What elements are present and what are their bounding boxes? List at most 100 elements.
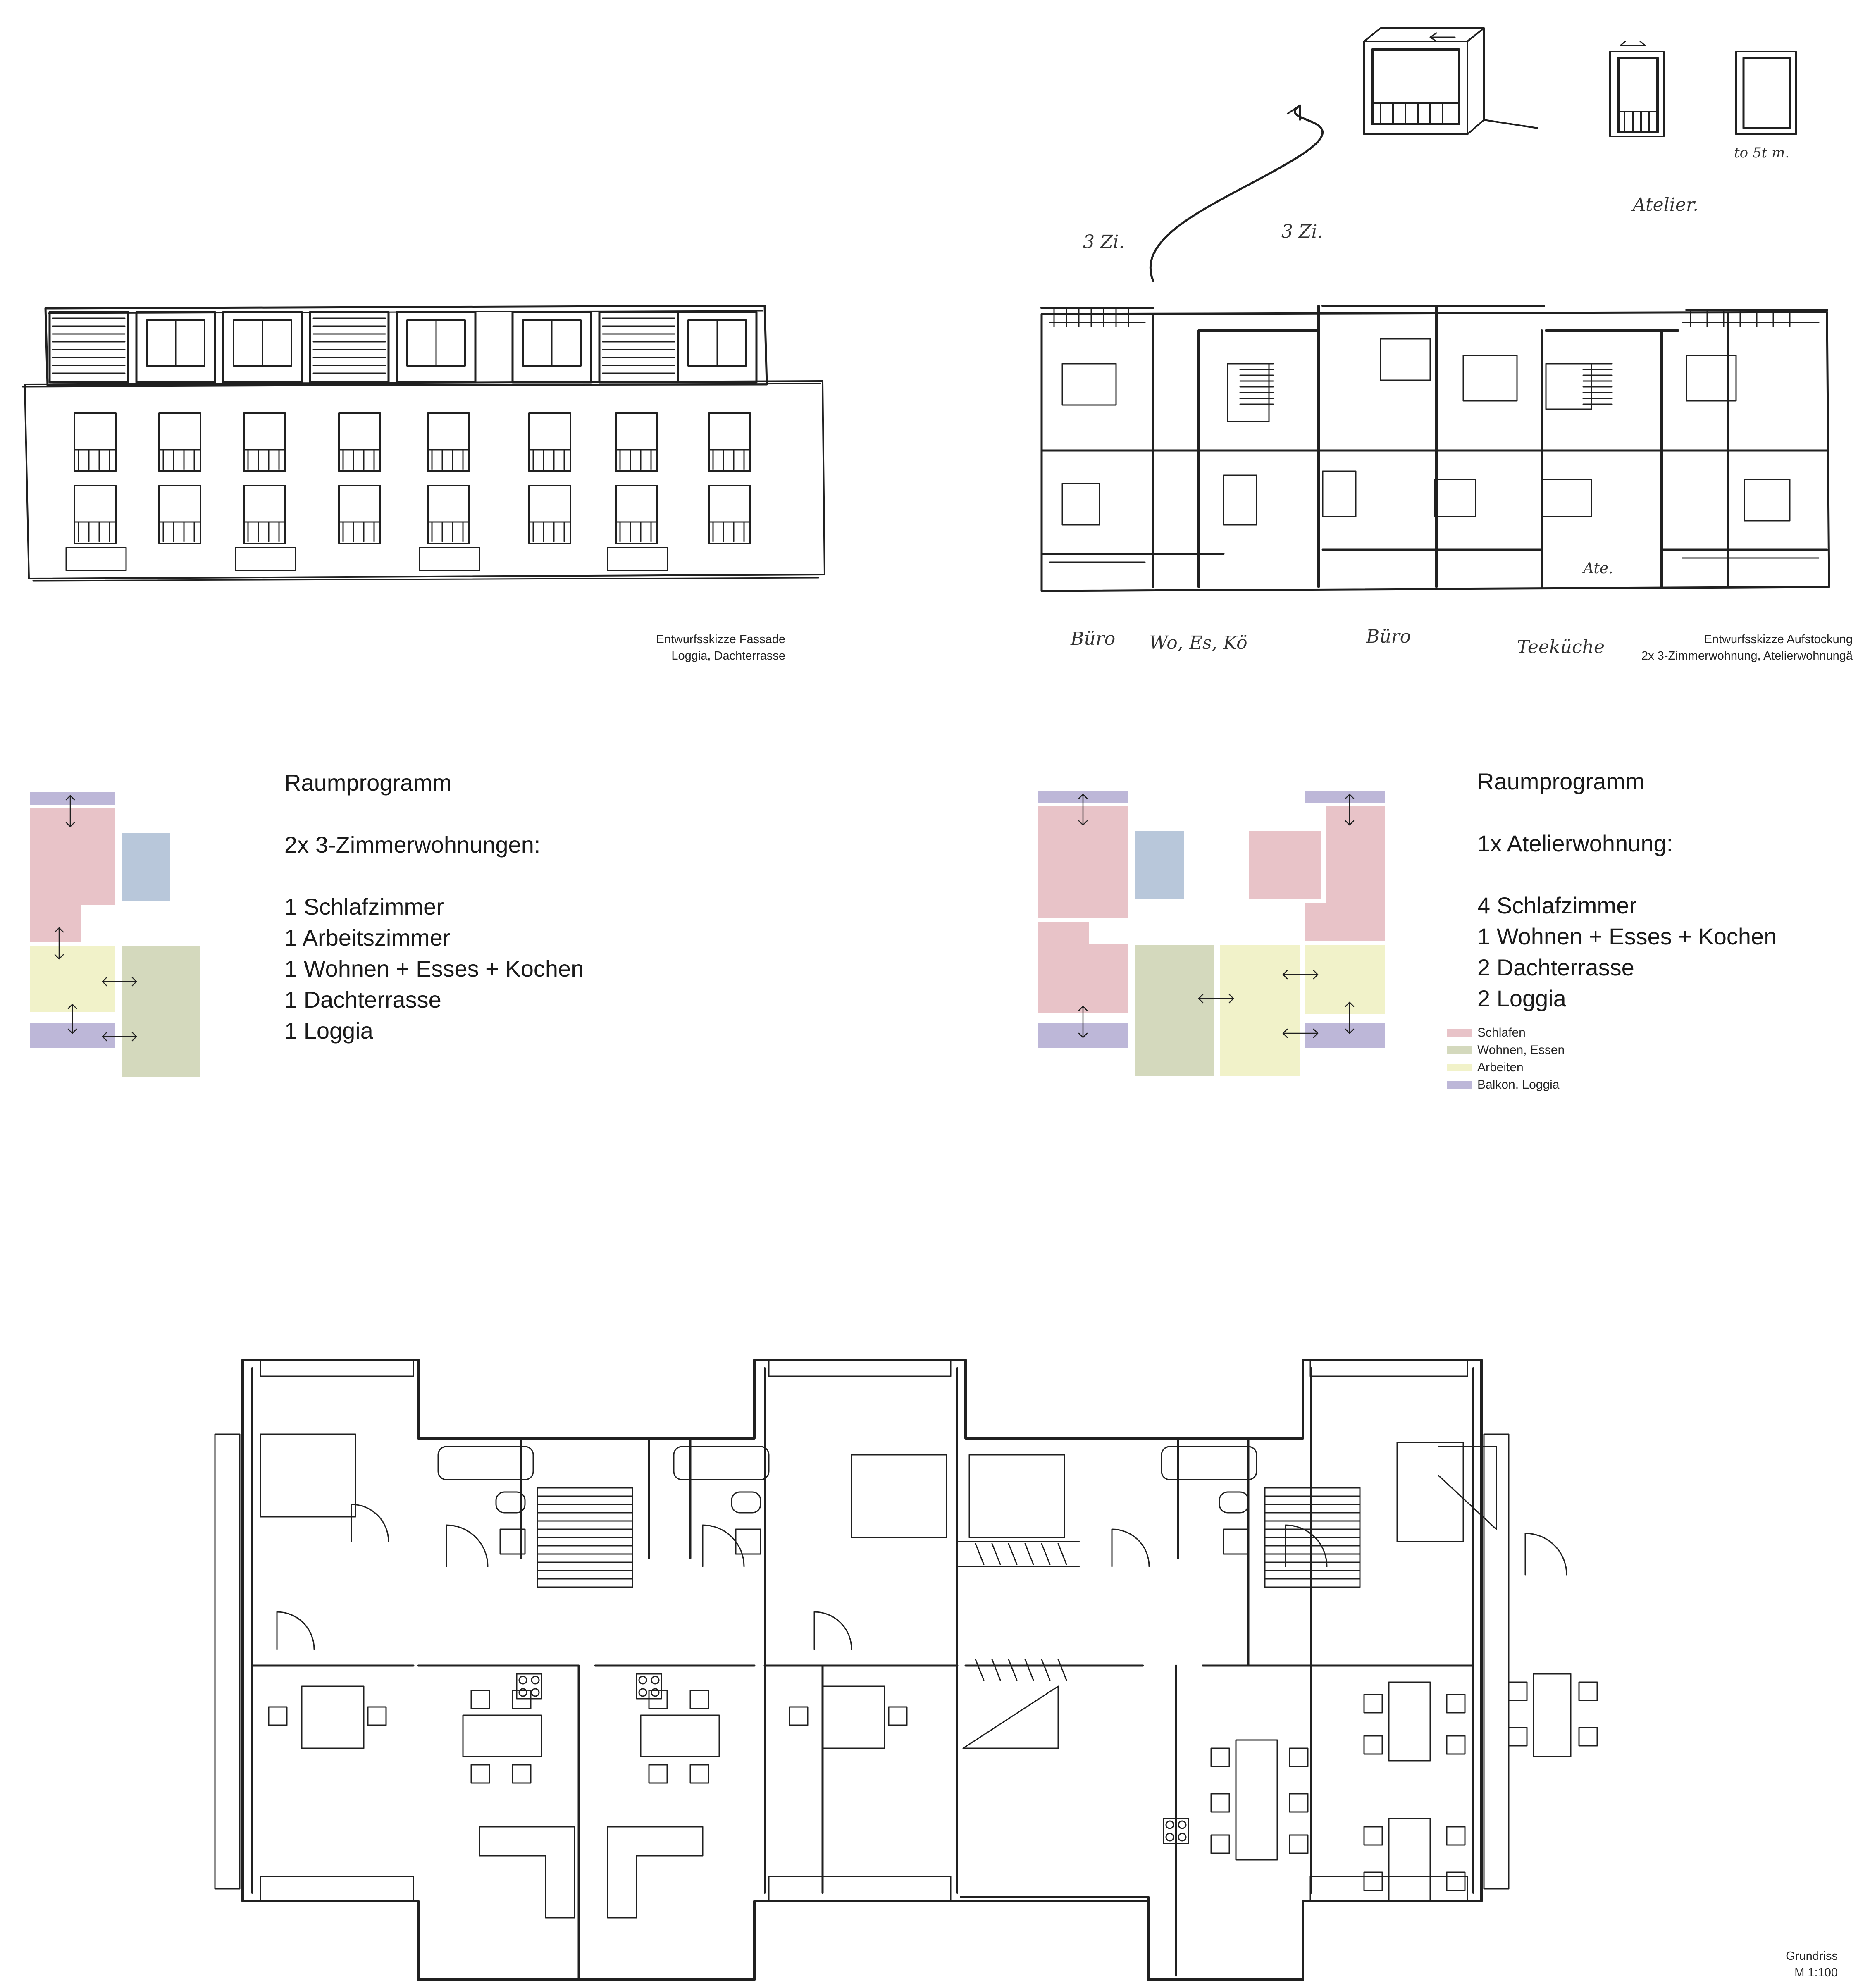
cooktop-burner bbox=[531, 1676, 540, 1685]
program-left-subtitle: 2x 3-Zimmerwohnungen: bbox=[284, 832, 541, 858]
wardrobe-hatch bbox=[1041, 1659, 1051, 1681]
program-left-item: 1 Loggia bbox=[284, 1018, 373, 1044]
cooktop-burner bbox=[518, 1676, 527, 1685]
bed bbox=[1396, 1442, 1464, 1542]
door-swing bbox=[1285, 1524, 1328, 1567]
zone-diagram-left bbox=[30, 792, 200, 1077]
facade-window-frame bbox=[243, 412, 286, 472]
dining-table bbox=[640, 1714, 720, 1757]
facade-window-frame bbox=[528, 485, 571, 544]
cooktop-burner bbox=[531, 1688, 540, 1697]
cooktop-burner bbox=[518, 1688, 527, 1697]
facade-window-frame bbox=[528, 412, 571, 472]
facade-window bbox=[74, 412, 117, 472]
sketch-note-wo-es-ko: Wo, Es, Kö bbox=[1149, 632, 1247, 653]
chair bbox=[470, 1690, 490, 1709]
legend-swatch bbox=[1447, 1081, 1472, 1089]
program-left-item: 1 Dachterrasse bbox=[284, 987, 441, 1013]
legend-swatch bbox=[1447, 1029, 1472, 1037]
facade-window bbox=[65, 485, 127, 571]
addition-caption: Entwurfsskizze Aufstockung 2x 3-Zimmerwo… bbox=[1641, 631, 1853, 664]
door-swing bbox=[702, 1524, 745, 1567]
chair bbox=[1508, 1681, 1528, 1701]
zone-sleep bbox=[1305, 806, 1385, 941]
roof-unit-frame bbox=[48, 311, 129, 384]
facade-window bbox=[607, 485, 668, 571]
toilet bbox=[495, 1491, 526, 1514]
facade-window bbox=[528, 485, 571, 544]
zone-work bbox=[1305, 945, 1385, 1014]
chair bbox=[689, 1764, 709, 1784]
zone-legend: Schlafen Wohnen, Essen Arbeiten Balkon, … bbox=[1447, 1024, 1565, 1094]
roof-unit bbox=[396, 311, 477, 384]
wardrobe-hatch bbox=[1057, 1659, 1067, 1681]
chair bbox=[1446, 1871, 1466, 1891]
chair bbox=[1446, 1735, 1466, 1755]
facade-window bbox=[158, 485, 201, 544]
program-left: Raumprogramm 2x 3-Zimmerwohnungen: 1 Sch… bbox=[284, 767, 584, 1046]
chair bbox=[512, 1764, 532, 1784]
sketch-note-3zi-a: 3 Zi. bbox=[1083, 231, 1125, 253]
cooktop-burner bbox=[651, 1676, 660, 1685]
roof-unit-frame bbox=[309, 311, 390, 384]
legend-item: Balkon, Loggia bbox=[1447, 1076, 1565, 1094]
facade-window bbox=[419, 485, 480, 571]
program-left-item: 1 Wohnen + Esses + Kochen bbox=[284, 956, 584, 982]
facade-window-frame bbox=[427, 412, 470, 472]
program-right-item: 2 Dachterrasse bbox=[1477, 954, 1634, 980]
dining-table bbox=[1388, 1681, 1431, 1762]
facade-window bbox=[243, 412, 286, 472]
roof-unit-frame bbox=[677, 311, 758, 384]
facade-sketch bbox=[22, 305, 825, 582]
door-swing bbox=[276, 1611, 315, 1650]
sketch-furniture bbox=[1744, 479, 1791, 522]
wardrobe-hatch bbox=[991, 1659, 1001, 1681]
facade-window bbox=[615, 412, 658, 472]
chair bbox=[470, 1764, 490, 1784]
bathtub bbox=[437, 1446, 534, 1480]
facade-window bbox=[158, 412, 201, 472]
chair bbox=[1363, 1694, 1383, 1714]
sketch-note-buero-2: Büro bbox=[1366, 626, 1411, 647]
facade-window bbox=[338, 412, 381, 472]
chair bbox=[1289, 1793, 1309, 1813]
program-right-item: 2 Loggia bbox=[1477, 985, 1566, 1011]
bed bbox=[968, 1454, 1065, 1538]
dining-table bbox=[301, 1685, 365, 1749]
roof-unit-frame bbox=[511, 311, 592, 384]
zone-sleep bbox=[1038, 922, 1128, 1013]
zone-loggia-top bbox=[1305, 791, 1385, 803]
chair bbox=[1210, 1747, 1230, 1767]
legend-swatch bbox=[1447, 1064, 1472, 1071]
program-left-item: 1 Arbeitszimmer bbox=[284, 925, 451, 951]
chair bbox=[789, 1706, 809, 1726]
toilet bbox=[1219, 1491, 1249, 1514]
bed bbox=[260, 1433, 356, 1518]
sketch-note-3zi-b: 3 Zi. bbox=[1281, 221, 1323, 242]
chair bbox=[268, 1706, 288, 1726]
legend-label: Wohnen, Essen bbox=[1477, 1043, 1565, 1057]
legend-item: Wohnen, Essen bbox=[1447, 1042, 1565, 1059]
chair bbox=[1578, 1681, 1598, 1701]
sketch-furniture bbox=[1322, 470, 1357, 517]
legend-swatch bbox=[1447, 1046, 1472, 1054]
roof-unit-frame bbox=[135, 311, 216, 384]
plan-caption-line1: Grundriss bbox=[1786, 1950, 1838, 1963]
program-right-title: Raumprogramm bbox=[1477, 768, 1645, 794]
legend-label: Arbeiten bbox=[1477, 1061, 1524, 1074]
sofa bbox=[479, 1826, 575, 1919]
program-right-item: 4 Schlafzimmer bbox=[1477, 892, 1637, 918]
wardrobe-hatch bbox=[975, 1659, 985, 1681]
chair bbox=[1289, 1834, 1309, 1854]
cooktop bbox=[516, 1673, 542, 1700]
facade-window-frame bbox=[708, 485, 751, 544]
sketch-note-ate: Ate. bbox=[1583, 560, 1613, 577]
chair bbox=[512, 1690, 532, 1709]
bed bbox=[851, 1454, 947, 1538]
cooktop bbox=[636, 1673, 662, 1700]
addition-caption-line1: Entwurfsskizze Aufstockung bbox=[1704, 633, 1853, 646]
facade-window-frame bbox=[615, 485, 658, 544]
cooktop-burner bbox=[638, 1688, 647, 1697]
facade-window bbox=[338, 485, 381, 544]
addition-sketch bbox=[1040, 27, 1830, 592]
